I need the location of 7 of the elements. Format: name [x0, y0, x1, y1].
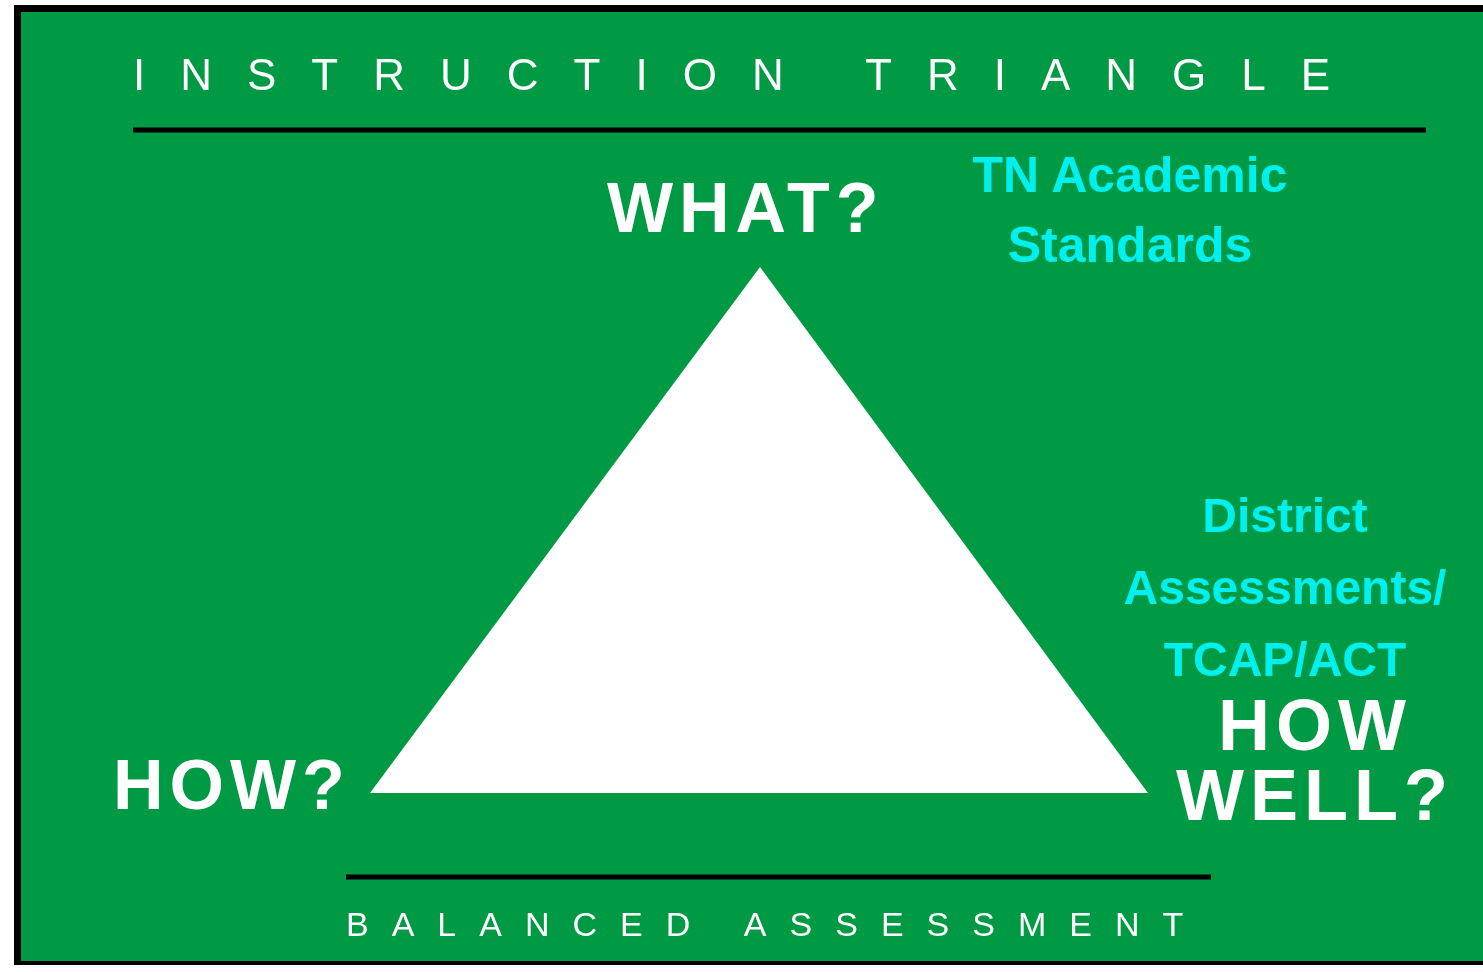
assessments-label: District Assessments/ TCAP/ACT — [1122, 488, 1448, 688]
question-label: WHAT? — [607, 168, 886, 248]
question-label: HOW? — [113, 745, 352, 825]
question-label: HOW WELL? — [1175, 690, 1455, 830]
standards-label: TN Academic Standards — [971, 146, 1289, 275]
caption-text: BALANCED ASSESSMENT — [346, 905, 1207, 944]
title-text: INSTRUCTION TRIANGLE — [133, 50, 1366, 100]
